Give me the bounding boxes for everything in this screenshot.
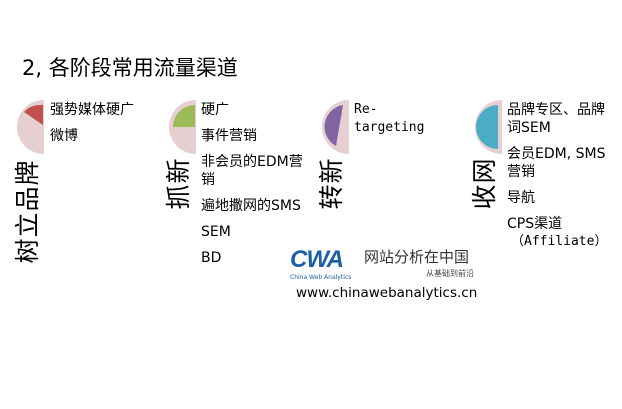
stage-label-char: 转 [317, 184, 346, 210]
stage-4-item: 会员EDM, SMS营销 [507, 146, 606, 180]
logo-cn: 网站分析在中国 [364, 248, 470, 266]
stage-1-label: 树立品牌 [13, 160, 43, 264]
stage-2-item: 非会员的EDM营销 [201, 154, 303, 188]
stage-label-char: 树 [13, 238, 42, 264]
stage-2-item: 遍地撒网的SMS [201, 198, 301, 214]
stage-1-item: 微博 [50, 128, 78, 144]
stage-label-char: 牌 [13, 160, 42, 186]
logo-subtitle: China Web Analytics [290, 274, 352, 281]
stage-4-label: 收网 [470, 158, 500, 210]
stage-label-char: 收 [470, 184, 499, 210]
stage-label-char: 网 [470, 158, 499, 184]
stage-4-pie-icon [475, 100, 502, 154]
stage-3-item: Re-targeting [354, 101, 454, 137]
stage-label-char: 立 [13, 212, 42, 238]
stage-2-pie-icon [169, 100, 196, 154]
stage-label-char: 新 [164, 158, 193, 184]
stage-2-item: 事件营销 [201, 128, 257, 144]
stage-label-char: 品 [13, 186, 42, 212]
stage-2-item: BD [201, 250, 222, 266]
stage-3-pie-icon [322, 100, 349, 154]
stage-label-char: 抓 [164, 184, 193, 210]
logo-tagline: 从基础到前沿 [426, 269, 474, 278]
slide-title: 2, 各阶段常用流量渠道 [22, 56, 238, 80]
stage-label-char: 新 [317, 158, 346, 184]
stage-3-item-line: targeting [354, 120, 425, 135]
stage-4-item: （Affiliate） [511, 234, 608, 249]
stage-2-label: 抓新 [164, 158, 194, 210]
stage-2-item: 硬广 [201, 102, 229, 118]
stage-2-item: SEM [201, 224, 231, 240]
cwa-logo: CWA China Web Analytics 网站分析在中国 从基础到前沿 [290, 248, 480, 282]
stage-4-item: CPS渠道 [507, 216, 563, 232]
logo-mark: CWA [290, 246, 344, 273]
stage-1-item: 强势媒体硬广 [50, 102, 134, 118]
stage-3-item-line: Re- [354, 102, 378, 117]
stage-4-item: 品牌专区、品牌词SEM [507, 102, 605, 136]
stage-1-pie-icon [17, 100, 44, 154]
stage-4-item: 导航 [507, 190, 535, 206]
stage-3-label: 转新 [317, 158, 347, 210]
website-url: www.chinawebanalytics.cn [296, 285, 478, 301]
